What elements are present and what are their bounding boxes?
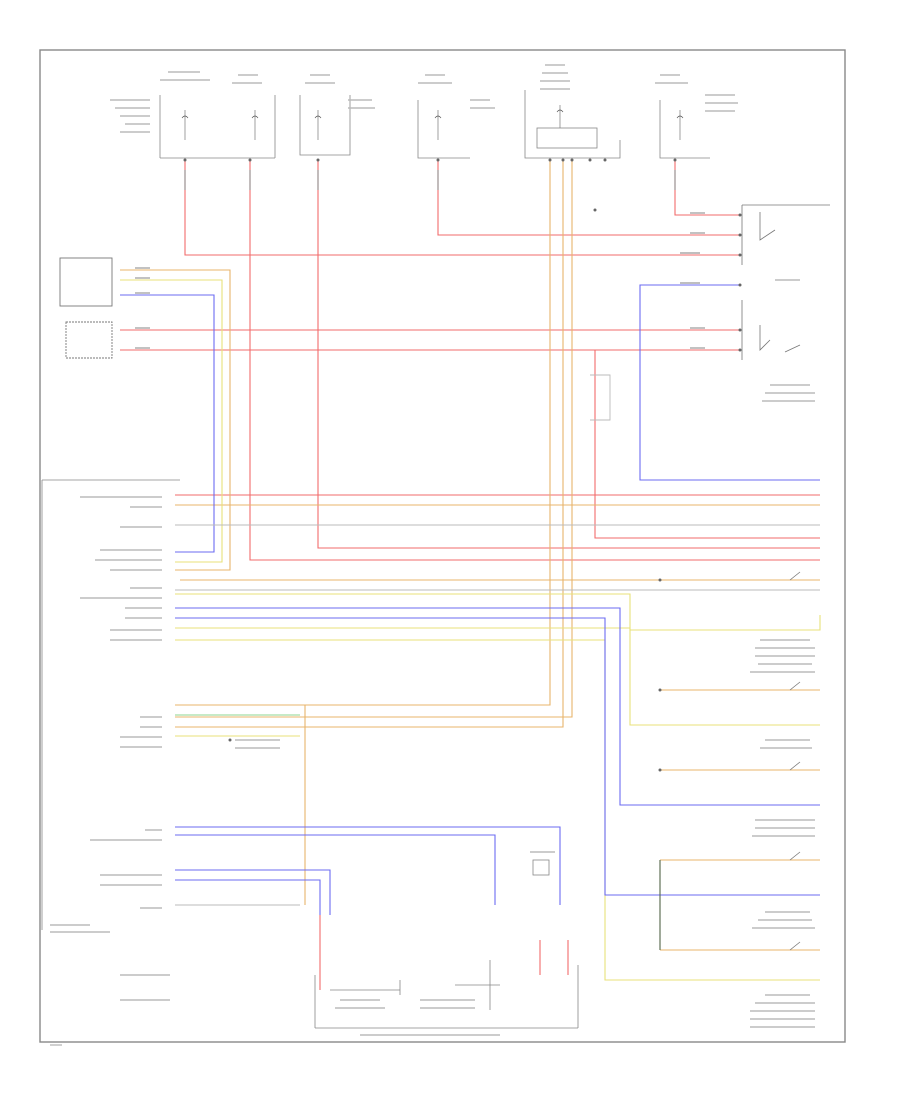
blue-wires <box>120 284 820 915</box>
wire-code-marks <box>135 170 705 349</box>
left-pin-label-marks <box>50 496 162 933</box>
fuse-box-2 <box>299 95 351 156</box>
outer-frame <box>39 49 846 1043</box>
fuse-box-3 <box>417 100 470 159</box>
orange-wires <box>120 160 820 951</box>
gray-wires <box>175 374 820 906</box>
fuse-box-4 <box>524 90 621 159</box>
seat-heater-module <box>314 859 579 1029</box>
connector-pins <box>183 158 742 772</box>
green-wires <box>175 714 661 950</box>
bottom-label-marks <box>50 739 555 1046</box>
yellow-wires <box>120 279 821 981</box>
relay-box <box>59 257 113 307</box>
fuse-box-1 <box>159 95 276 159</box>
control-module-frame <box>41 479 180 930</box>
top-label-marks <box>110 64 738 133</box>
switch-assembly-top <box>741 204 830 360</box>
fuse-symbols <box>181 109 684 119</box>
fuse-box-5 <box>659 100 710 159</box>
switch-stack-right <box>789 571 801 951</box>
sensor-box <box>65 321 113 359</box>
right-label-marks <box>750 279 815 1028</box>
